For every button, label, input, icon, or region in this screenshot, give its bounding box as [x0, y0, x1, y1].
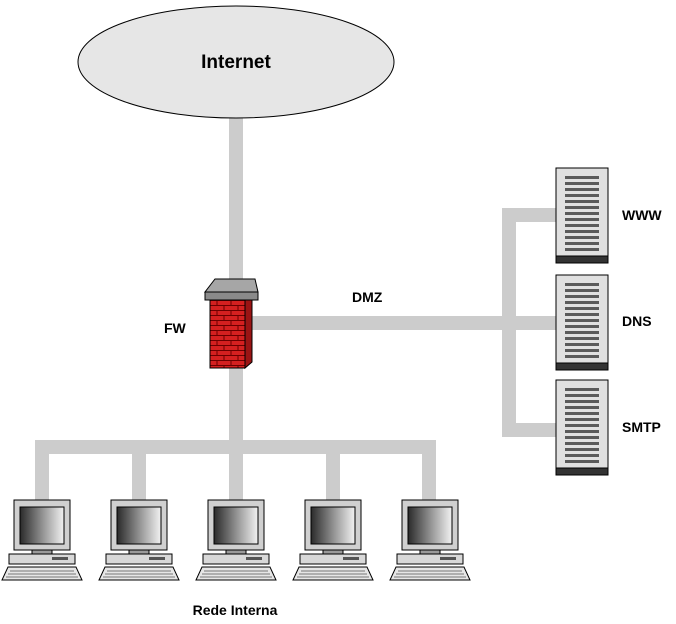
workstation-icon [389, 499, 471, 581]
link-drop-2 [132, 454, 146, 500]
link-internet-fw [229, 118, 243, 298]
workstation-icon [98, 499, 180, 581]
server-icon [555, 167, 609, 264]
server-group [555, 167, 609, 476]
firewall-label: FW [164, 320, 187, 336]
link-internal-backbone [35, 440, 436, 454]
server-icon [555, 274, 609, 371]
workstation-icon [195, 499, 277, 581]
link-drop-5 [422, 440, 436, 500]
link-drop-4 [326, 454, 340, 500]
firewall-icon [203, 278, 259, 370]
workstation-group [1, 499, 471, 581]
link-server-bus [502, 208, 516, 437]
internet-cloud: Internet [77, 5, 395, 119]
server-label-smtp: SMTP [622, 419, 661, 435]
network-links [35, 118, 556, 500]
link-drop-1 [35, 440, 49, 500]
server-icon [555, 379, 609, 476]
link-fw-internal [229, 368, 243, 446]
workstation-icon [1, 499, 83, 581]
workstation-icon [292, 499, 374, 581]
link-dmz [246, 316, 556, 330]
dmz-label: DMZ [352, 289, 383, 305]
server-label-www: WWW [622, 207, 662, 223]
server-label-dns: DNS [622, 313, 652, 329]
internal-network-label: Rede Interna [193, 602, 278, 618]
link-drop-3 [229, 454, 243, 500]
link-server-smtp [502, 423, 556, 437]
internet-label: Internet [201, 52, 271, 73]
link-server-www [502, 208, 556, 222]
